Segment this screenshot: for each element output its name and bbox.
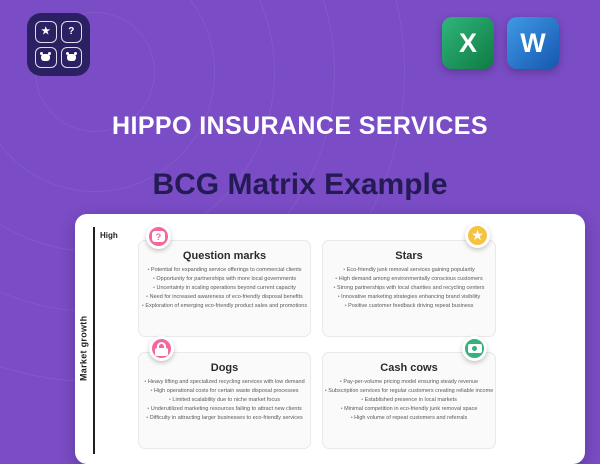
bullet-item: High operational costs for certain waste… xyxy=(139,387,310,396)
bullet-item: Pay-per-volume pricing model ensuring st… xyxy=(323,378,495,387)
question-bubble-icon: ? xyxy=(146,224,171,249)
quadrant-items: Pay-per-volume pricing model ensuring st… xyxy=(323,378,495,423)
bullet-item: Positive customer feedback driving repea… xyxy=(323,302,495,311)
star-icon: ★ xyxy=(465,223,490,248)
word-icon[interactable]: W xyxy=(507,17,559,69)
bullet-item: Established presence in local markets xyxy=(323,396,495,405)
bullet-item: Exploration of emerging eco-friendly pro… xyxy=(139,302,310,311)
bullet-item: Innovative marketing strategies enhancin… xyxy=(323,293,495,302)
bullet-item: Opportunity for partnerships with more l… xyxy=(139,275,310,284)
excel-icon[interactable]: X xyxy=(442,17,494,69)
quadrant-items: Heavy lifting and specialized recycling … xyxy=(139,378,310,423)
quadrant-title: Cash cows xyxy=(380,362,438,374)
quadrant-dogs: Dogs Heavy lifting and specialized recyc… xyxy=(138,352,311,449)
bullet-item: Potential for expanding service offering… xyxy=(139,266,310,275)
axis-vertical-label: Market growth xyxy=(78,315,89,381)
bullet-item: Underutilized marketing resources failin… xyxy=(139,405,310,414)
bullet-item: Uncertainty in scaling operations beyond… xyxy=(139,284,310,293)
logo-question-tile: ? xyxy=(60,21,82,43)
excel-letter: X xyxy=(458,27,477,58)
quadrant-items: Eco-friendly junk removal services gaini… xyxy=(323,266,495,311)
quadrant-cash-cows: Cash cows Pay-per-volume pricing model e… xyxy=(322,352,496,449)
bullet-item: Difficulty in attracting larger business… xyxy=(139,414,310,423)
question-icon: ? xyxy=(68,26,75,38)
logo-dog-tile xyxy=(60,46,82,68)
quadrant-question-marks: Question marks Potential for expanding s… xyxy=(138,240,311,337)
page-title: BCG Matrix Example xyxy=(152,168,448,201)
star-icon: ★ xyxy=(41,26,51,38)
y-axis-line xyxy=(93,227,95,454)
bullet-item: Minimal competition in eco-friendly junk… xyxy=(323,405,495,414)
bullet-item: High volume of repeat customers and refe… xyxy=(323,414,495,423)
quadrant-items: Potential for expanding service offering… xyxy=(139,266,310,311)
bullet-item: Heavy lifting and specialized recycling … xyxy=(139,378,310,387)
cow-icon xyxy=(40,51,52,61)
question-glyph: ? xyxy=(152,231,165,242)
bullet-item: Need for increased awareness of eco-frie… xyxy=(139,293,310,302)
bullet-item: High demand among environmentally consci… xyxy=(323,275,495,284)
banknote-glyph xyxy=(467,344,482,353)
quadrant-title: Stars xyxy=(395,250,423,262)
bullet-item: Limited scalability due to niche market … xyxy=(139,396,310,405)
lock-glyph xyxy=(155,341,168,356)
lock-icon xyxy=(149,336,174,361)
dog-icon xyxy=(65,51,77,61)
axis-high-label: High xyxy=(100,231,118,240)
banknote-icon xyxy=(462,336,487,361)
star-glyph: ★ xyxy=(471,227,484,243)
company-title: HIPPO INSURANCE SERVICES xyxy=(112,112,488,140)
word-letter: W xyxy=(520,27,546,58)
logo-cow-tile xyxy=(35,46,57,68)
bullet-item: Subscription services for regular custom… xyxy=(323,387,495,396)
bullet-item: Eco-friendly junk removal services gaini… xyxy=(323,266,495,275)
bullet-item: Strong partnerships with local charities… xyxy=(323,284,495,293)
quadrant-stars: Stars Eco-friendly junk removal services… xyxy=(322,240,496,337)
app-logo[interactable]: ★ ? xyxy=(27,13,90,76)
quadrant-title: Dogs xyxy=(210,362,239,374)
logo-star-tile: ★ xyxy=(35,21,57,43)
quadrant-title: Question marks xyxy=(182,250,267,262)
